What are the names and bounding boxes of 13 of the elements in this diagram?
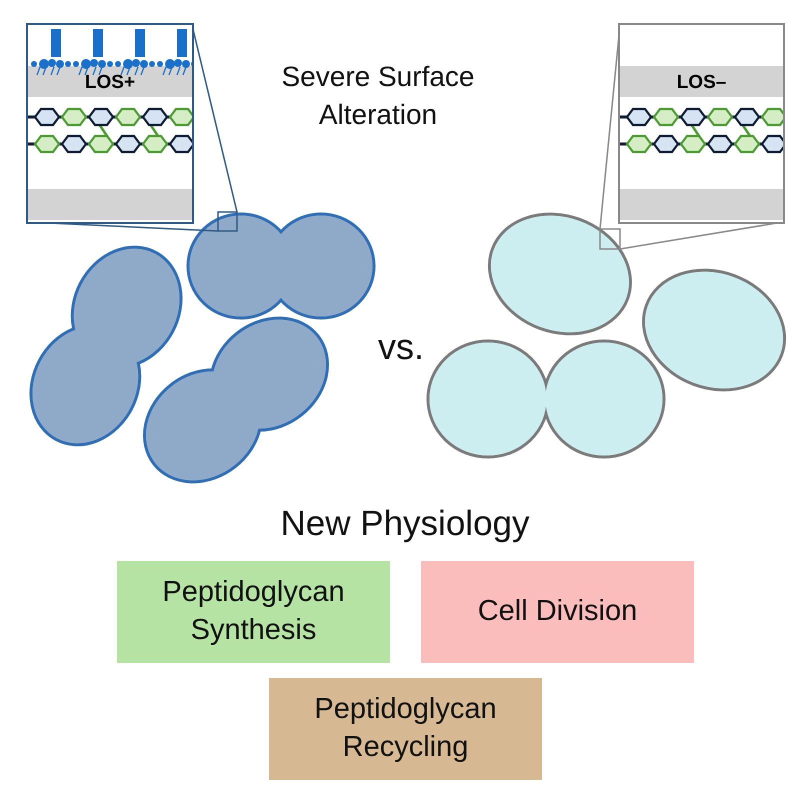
process-box [421,561,694,663]
box-text: Peptidoglycan Recycling [313,692,498,765]
zoom-inset [26,23,194,224]
box-text: Cell Division [478,594,638,630]
inset-label: LOS+ [84,72,136,92]
zoom-inset [618,23,785,224]
heading: Severe Surface Alteration [280,60,476,132]
comparison-text: vs. [378,326,424,368]
section-heading: New Physiology [280,504,530,544]
process-box [269,678,542,780]
process-box [117,561,390,663]
inset-label: LOS– [676,72,726,92]
box-text: Peptidoglycan Synthesis [161,575,346,648]
